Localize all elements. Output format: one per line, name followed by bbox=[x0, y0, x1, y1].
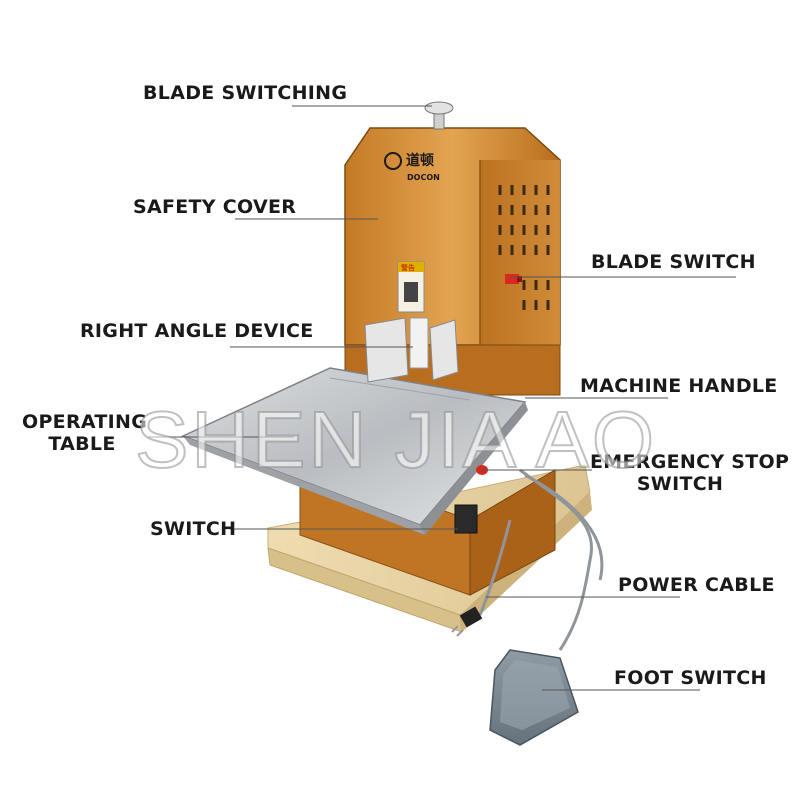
brand-chinese: 道顿 bbox=[406, 152, 434, 169]
label-operating-table-line2: TABLE bbox=[48, 433, 116, 455]
label-emergency-stop-line1: EMERGENCY STOP bbox=[590, 451, 790, 473]
power-cable bbox=[478, 468, 604, 651]
label-safety-cover: SAFETY COVER bbox=[133, 196, 297, 218]
watermark: SHEN JIA AO bbox=[134, 394, 658, 485]
label-machine-handle: MACHINE HANDLE bbox=[580, 375, 778, 397]
label-right-angle-device: RIGHT ANGLE DEVICE bbox=[80, 320, 314, 342]
vent-slots bbox=[498, 185, 550, 310]
label-switch: SWITCH bbox=[150, 518, 237, 540]
brand-logo: 道顿 DOCON bbox=[384, 152, 440, 182]
label-emergency-stop-line2: SWITCH bbox=[636, 473, 724, 495]
warning-sign-text: 警告 bbox=[401, 263, 415, 272]
leader-lines bbox=[148, 105, 736, 691]
switch-box bbox=[454, 504, 478, 534]
label-emergency-stop-switch: EMERGENCY STOP SWITCH bbox=[590, 451, 790, 495]
operating-table bbox=[181, 367, 528, 535]
blade-switching-knob bbox=[424, 101, 454, 130]
label-operating-table: OPERATING TABLE bbox=[22, 411, 148, 455]
power-plug bbox=[451, 606, 483, 637]
label-foot-switch: FOOT SWITCH bbox=[614, 667, 767, 689]
label-operating-table-line1: OPERATING bbox=[22, 411, 148, 433]
foot-switch-pedal bbox=[489, 649, 579, 746]
right-angle-device bbox=[364, 317, 459, 383]
label-power-cable: POWER CABLE bbox=[618, 574, 775, 596]
label-blade-switching: BLADE SWITCHING bbox=[143, 82, 348, 104]
warning-sticker: 警告 bbox=[397, 261, 425, 313]
blade-switch-lever bbox=[505, 274, 522, 284]
label-blade-switch: BLADE SWITCH bbox=[591, 251, 756, 273]
brand-name: DOCON bbox=[407, 173, 440, 182]
